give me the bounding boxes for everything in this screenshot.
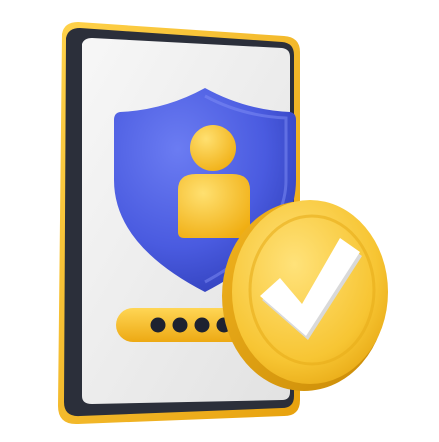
password-dot bbox=[150, 317, 166, 333]
check-icon bbox=[260, 238, 362, 340]
checkmark-badge-icon bbox=[222, 200, 388, 391]
password-mask-dots bbox=[150, 317, 232, 333]
user-icon bbox=[178, 125, 250, 238]
password-dot bbox=[194, 317, 210, 333]
password-dot bbox=[172, 317, 188, 333]
